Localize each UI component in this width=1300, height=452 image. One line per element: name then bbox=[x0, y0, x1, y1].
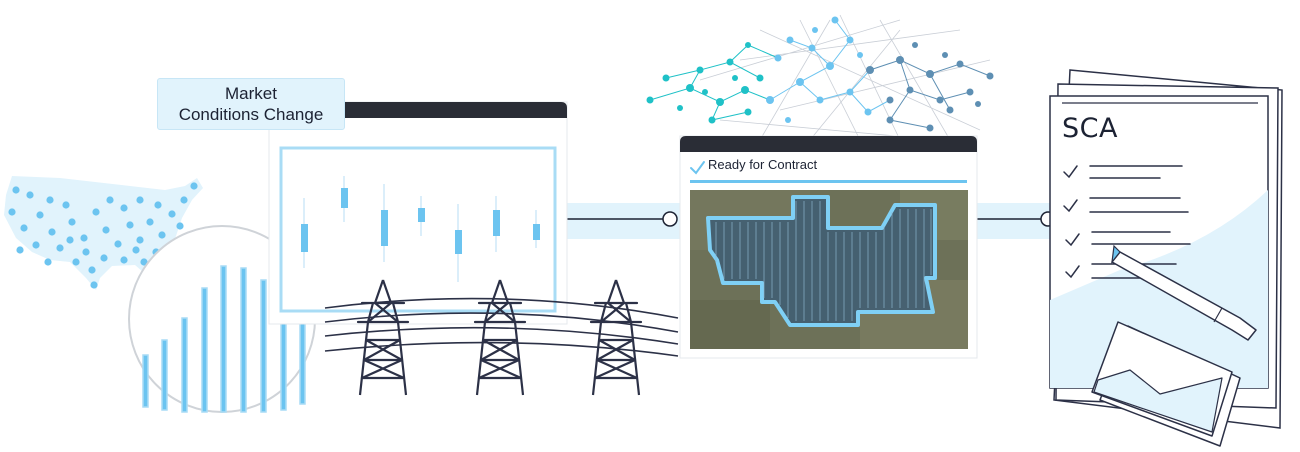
us-map-dots bbox=[8, 182, 198, 289]
document-title: SCA bbox=[1062, 113, 1118, 144]
transmission-towers bbox=[356, 279, 643, 396]
solar-panel-rows bbox=[715, 201, 932, 321]
candlestick-series bbox=[301, 176, 540, 282]
tower-3 bbox=[589, 279, 643, 396]
network-grid bbox=[699, 14, 991, 141]
pen-icon bbox=[1111, 244, 1257, 341]
envelope-icon bbox=[1091, 321, 1241, 447]
document-checklist bbox=[1063, 165, 1191, 279]
sca-document bbox=[1049, 69, 1283, 447]
market-label-line2: Conditions Change bbox=[178, 105, 324, 124]
checkmark-icon bbox=[1065, 265, 1080, 279]
checkmark-icon bbox=[690, 161, 705, 175]
market-label-line1: Market bbox=[225, 84, 277, 103]
contract-card-titlebar bbox=[680, 136, 977, 152]
network-edges-teal bbox=[649, 44, 779, 121]
contract-status-text: Ready for Contract bbox=[708, 157, 818, 172]
checkmark-icon bbox=[1063, 199, 1078, 213]
market-window bbox=[268, 101, 568, 325]
connector-node-left bbox=[662, 211, 678, 227]
network-nodes-steel bbox=[866, 42, 994, 132]
network-graph bbox=[646, 14, 994, 141]
checkmark-icon bbox=[1065, 233, 1080, 247]
checkmark-icon bbox=[1063, 165, 1078, 179]
tower-2 bbox=[473, 279, 527, 396]
market-conditions-label: Market Conditions Change bbox=[157, 78, 345, 130]
contract-card-divider bbox=[690, 180, 967, 183]
tower-1 bbox=[356, 279, 410, 396]
network-nodes-blue bbox=[766, 16, 872, 123]
site-boundary-polygon bbox=[706, 195, 937, 327]
candlestick-chart-frame bbox=[279, 146, 557, 313]
contract-card bbox=[679, 135, 978, 359]
network-nodes-teal bbox=[646, 42, 764, 124]
